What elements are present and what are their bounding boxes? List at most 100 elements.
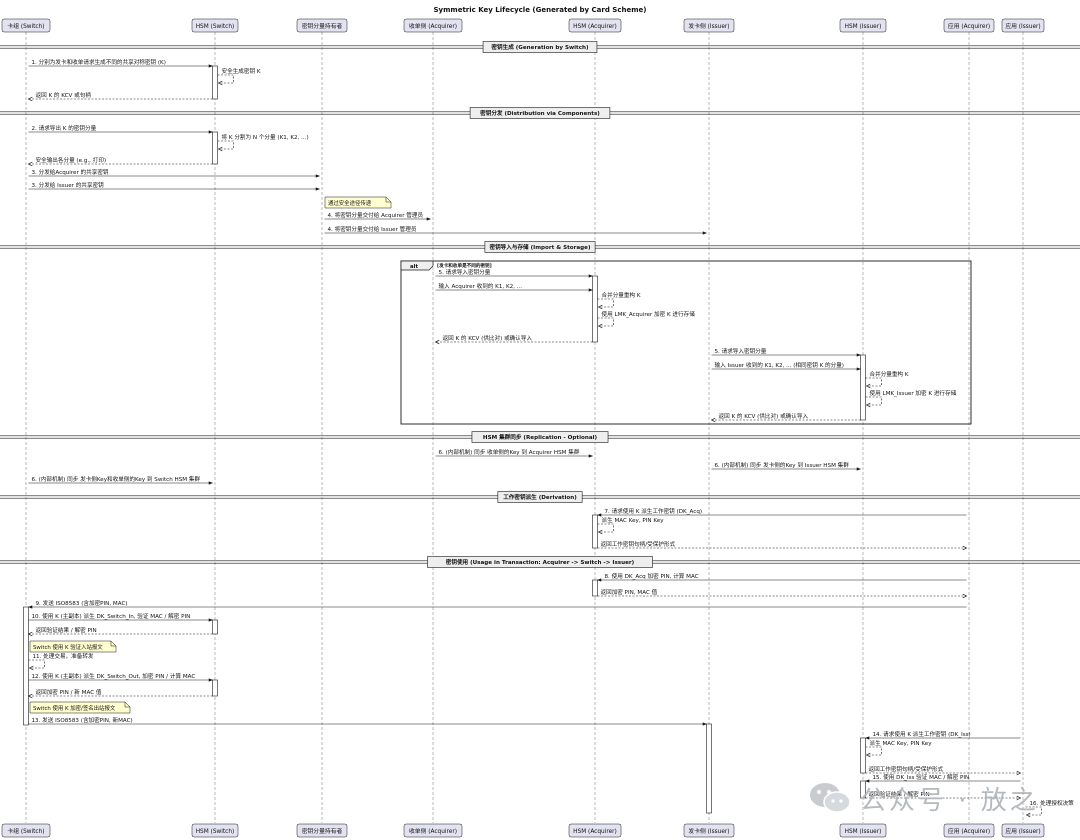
activation-bar-hsm_switch [212,131,218,165]
self-message-arrow [865,377,882,386]
participant-box-holder-bottom [296,823,348,838]
participant-box-iss-bottom [683,823,735,838]
activation-bar-iss [706,723,712,814]
participant-label-hsm_switch-bottom: HSM (Switch) [196,829,235,835]
divider-box-d6 [427,556,653,568]
self-message-label-m18: 合并分量重构 K [870,370,909,378]
note-box-n1 [324,196,392,209]
message-label-m28: 返回加密 PIN, MAC 值 [601,588,658,596]
participant-box-holder-top [296,18,348,33]
message-label-m15: 返回 K 的 KCV (供比对) 或确认导入 [443,334,533,342]
note-box-n3 [29,701,131,714]
participant-label-app_acq-top: 应用 (Acquirer) [948,22,990,30]
participant-box-hsm_acq-bottom [568,823,622,838]
message-label-m8: 3. 分发给 Issuer 的共享密钥 [32,181,105,189]
note-label-n1: 通过安全途径传递 [328,199,372,207]
participant-label-hsm_switch-top: HSM (Switch) [196,24,235,30]
message-label-m17: 输入 Issuer 收到的 K1, K2, ... (相同密钥 K 的分量) [715,361,845,369]
watermark-text: 公众号 · 放之 [860,785,1039,816]
message-label-m35: 13. 发送 ISO8583 (含加密PIN, 新MAC) [32,716,133,724]
message-label-m27: 8. 使用 DK_Acq 加密 PIN, 计算 MAC [605,572,699,580]
activation-bar-hsm_acq [592,275,598,343]
alt-keyword: alt [410,264,418,270]
divider-box-d5 [497,491,583,503]
participant-label-hsm_acq-bottom: HSM (Acquirer) [573,829,617,835]
message-label-m16: 5. 请求导入密钥分量 [715,347,767,355]
self-message-label-m13: 合并分量重构 K [602,291,641,299]
message-label-m40: 返回验证结果 / 解密 PIN [869,790,930,798]
message-label-m39: 15. 使用 DK_Iss 验证 MAC / 解密 PIN [873,773,970,781]
participant-label-iss-bottom: 发卡侧 (Issuer) [688,827,729,835]
message-label-m24: 7. 请求使用 K 派生工作密钥 (DK_Acq) [605,507,703,515]
self-message-arrow [865,396,882,405]
participant-label-iss-top: 发卡侧 (Issuer) [688,22,729,30]
message-label-m31: 返回验证结果 / 解密 PIN [36,626,97,634]
participant-label-holder-top: 密钥分量持有者 [302,22,343,30]
participant-label-holder-bottom: 密钥分量持有者 [302,827,343,835]
note-label-n2: Switch 使用 K 验证入站报文 [33,643,103,651]
self-message-arrow [597,317,614,326]
message-label-m22: 6. (内部机制) 同步 发卡侧的Key 到 Issuer HSM 集群 [715,461,850,469]
self-message-label-m2: 安全生成密钥 K [222,67,261,75]
self-message-label-m41: 16. 处理授权决策 [1030,799,1075,807]
note-fold [124,702,130,708]
participant-box-iss-top [683,18,735,33]
activation-bar-hsm_acq [592,514,598,549]
participant-label-hsm_iss-bottom: HSM (Issuer) [845,829,882,835]
self-message-arrow [597,298,614,307]
message-label-m3: 返回 K 的 KCV 或句柄 [36,91,92,99]
activation-bar-hsm_iss [860,354,866,421]
self-message-arrow [1025,806,1042,815]
participant-box-app_iss-top [1001,18,1045,33]
participant-label-app_iss-bottom: 应用 (Issuer) [1005,827,1040,835]
participant-box-hsm_iss-top [839,18,887,33]
divider-box-d2 [469,107,611,119]
message-label-m10: 4. 将密钥分量交付给 Issuer 管理员 [328,225,417,233]
activation-bar-hsm_acq [592,579,598,597]
divider-label-d6: 密钥使用 (Usage in Transaction: Acquirer -> … [446,558,635,566]
divider-label-d4: HSM 集群同步 (Replication - Optional) [483,433,598,441]
alt-fragment [400,260,972,425]
divider-label-d3: 密钥导入与存储 (Import & Storage) [489,243,590,251]
message-label-m29: 9. 发送 ISO8583 (含加密PIN, MAC) [36,599,128,607]
alt-tab [400,260,434,271]
participant-box-hsm_switch-bottom [191,823,239,838]
self-message-arrow [217,140,234,149]
message-label-m20: 返回 K 的 KCV (供比对) 或确认导入 [719,412,809,420]
watermark: 公众号 · 放之 [808,776,1070,820]
self-message-label-m5: 将 K 分割为 N 个分量 (K1, K2, ...) [222,133,309,141]
self-message-label-m14: 使用 LMK_Acquirer 加密 K 进行存储 [602,310,696,318]
wechat-icon [810,783,851,813]
message-label-m33: 12. 使用 K (主副本) 派生 DK_Switch_Out, 加密 PIN … [32,672,196,680]
message-label-m1: 1. 分别为发卡和收单请求生成不同的共享对称密钥 (K) [32,58,166,66]
message-label-m4: 2. 请求导出 K 的密钥分量 [32,124,97,132]
participant-box-hsm_acq-top [568,18,622,33]
self-message-arrow [597,523,614,532]
note-fold [110,641,116,647]
participant-label-app_iss-top: 应用 (Issuer) [1005,22,1040,30]
note-box-n2 [29,640,117,653]
message-label-m7: 3. 分发给Acquirer 的共享密钥 [32,168,109,176]
participant-label-switch-top: 卡组 (Switch) [7,22,44,30]
self-message-label-m25: 派生 MAC Key, PIN Key [602,516,665,524]
divider-box-d1 [482,41,598,53]
message-label-m26: 返回工作密钥句柄/受保护形式 [601,540,676,548]
activation-bar-hsm_switch [212,679,218,697]
participant-box-hsm_switch-top [191,18,239,33]
participant-label-acq-top: 收单侧 (Acquirer) [409,22,457,30]
participant-label-acq-bottom: 收单侧 (Acquirer) [409,827,457,835]
message-label-m21: 6. (内部机制) 同步 收单侧的Key 到 Acquirer HSM 集群 [439,448,580,456]
self-message-label-m32: 11. 处理交易，准备转发 [33,652,94,660]
alt-condition: [发卡和收单是不同的密钥] [437,262,492,269]
self-message-arrow [28,659,45,668]
activation-bar-hsm_switch [212,65,218,100]
self-message-label-m19: 使用 LMK_Issuer 加密 K 进行存储 [870,389,957,397]
participant-label-hsm_iss-top: HSM (Issuer) [845,24,882,30]
participant-box-acq-top [403,18,463,33]
message-label-m9: 4. 将密钥分量交付给 Acquirer 管理员 [328,211,424,219]
participant-box-app_acq-bottom [943,823,995,838]
message-label-m30: 10. 使用 K (主副本) 派生 DK_Switch_In, 验证 MAC /… [32,612,191,620]
self-message-arrow [217,74,234,83]
participant-box-switch-top [1,18,51,33]
self-message-label-m37: 派生 MAC Key, PIN Key [870,739,933,747]
